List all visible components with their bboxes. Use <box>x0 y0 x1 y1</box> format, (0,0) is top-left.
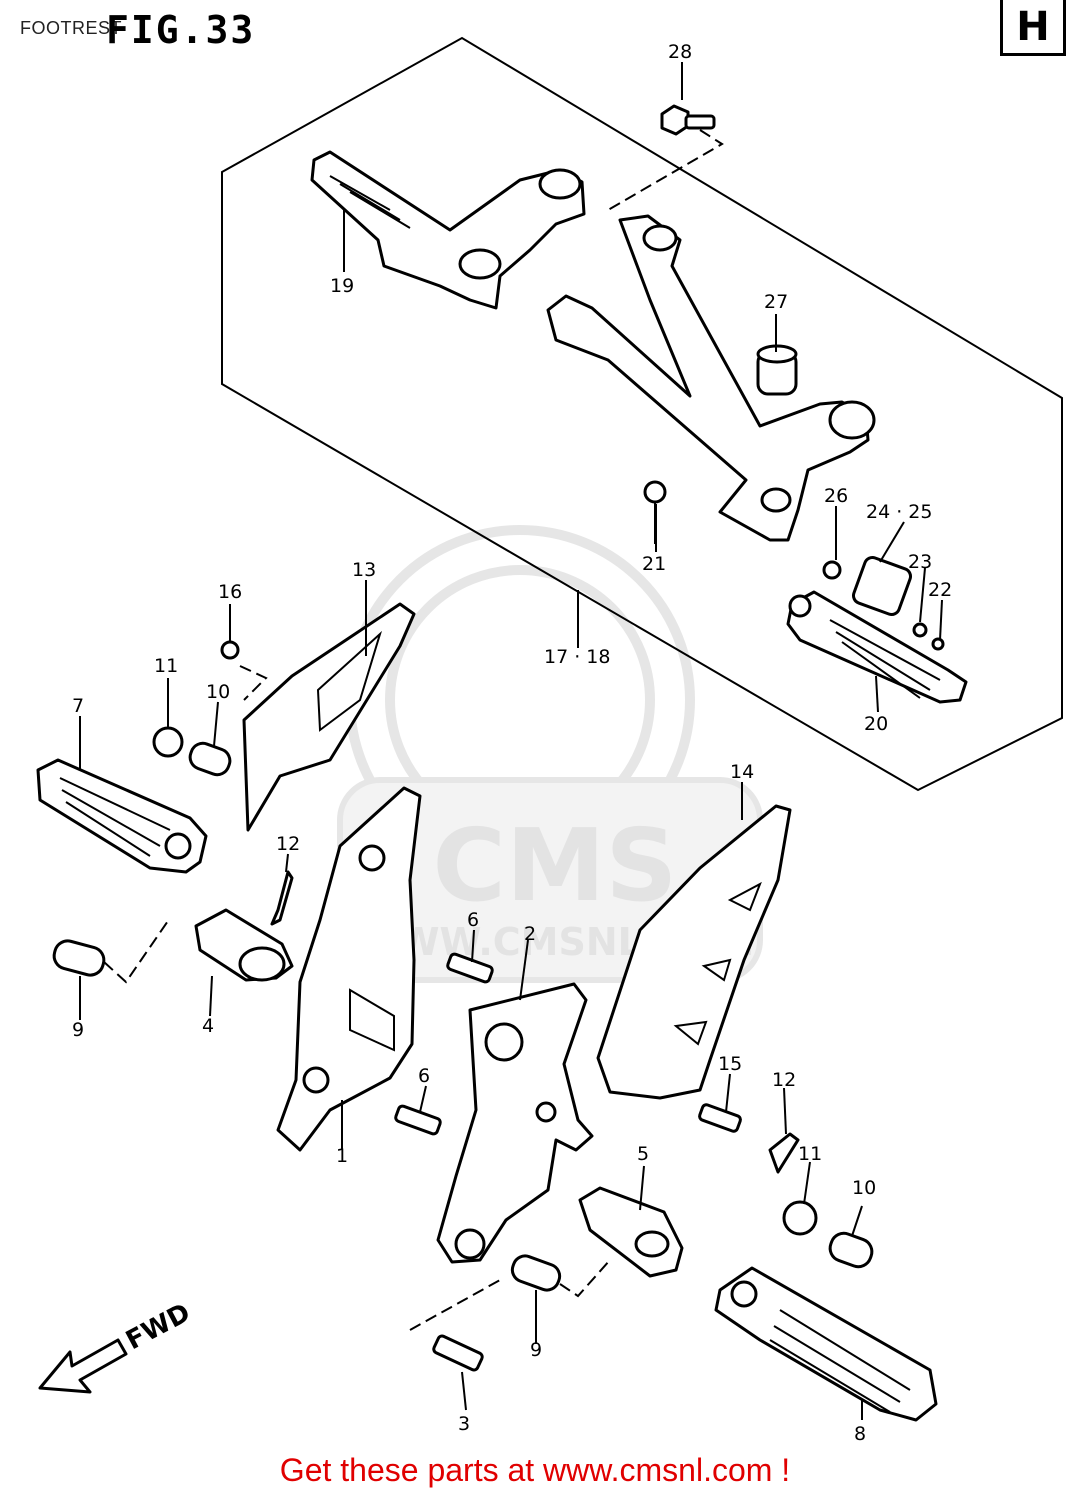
figure-label: FIG.33 <box>106 8 256 52</box>
fwd-arrow-icon <box>38 1338 128 1394</box>
callout-10-left: 10 <box>206 681 230 703</box>
part-12-cotter-pin-left <box>270 870 294 926</box>
part-2-front-bracket-right <box>436 982 594 1264</box>
callout-24-25: 24 · 25 <box>866 501 932 523</box>
callout-10-right: 10 <box>852 1177 876 1199</box>
callout-11-right: 11 <box>798 1143 822 1165</box>
callout-labels: 28 19 27 26 24 · 25 23 22 21 17 · 18 20 … <box>72 41 952 1445</box>
part-27-bushing <box>756 344 798 396</box>
part-4-pivot-left <box>52 908 294 984</box>
callout-12-left: 12 <box>276 833 300 855</box>
part-1-front-bracket-left <box>276 786 422 1152</box>
callout-20: 20 <box>864 713 888 735</box>
callout-22: 22 <box>928 579 952 601</box>
callout-14: 14 <box>730 761 754 783</box>
part-7-front-footrest-left <box>36 758 208 874</box>
callout-11-left: 11 <box>154 655 178 677</box>
part-8-front-footrest-right <box>714 1266 938 1422</box>
footer-link-text[interactable]: Get these parts at www.cmsnl.com ! <box>279 1452 791 1488</box>
part-10-cap-right <box>828 1231 874 1269</box>
part-28-bolt <box>607 104 724 211</box>
callout-4: 4 <box>202 1015 214 1037</box>
callout-23: 23 <box>908 551 932 573</box>
callout-27: 27 <box>764 291 788 313</box>
callout-19: 19 <box>330 275 354 297</box>
callout-2: 2 <box>524 923 536 945</box>
callout-16: 16 <box>218 581 242 603</box>
callout-5: 5 <box>637 1143 649 1165</box>
callout-26: 26 <box>824 485 848 507</box>
part-17-18-rear-bracket-right <box>546 214 876 542</box>
rear-assembly-box <box>221 36 1063 792</box>
part-20-rear-footrest-right <box>786 590 968 704</box>
leader-lines <box>79 62 943 1420</box>
part-19-rear-bracket-left <box>310 150 586 310</box>
part-5-pivot-right <box>510 1186 684 1298</box>
fwd-direction-indicator: FWD <box>38 1298 195 1394</box>
callout-21: 21 <box>642 553 666 575</box>
part-15-bolt <box>698 1103 742 1133</box>
parts-10-11-16-left <box>152 640 268 777</box>
part-11-spring-right <box>782 1200 818 1236</box>
part-3-bolt <box>409 1279 501 1372</box>
section-box: H <box>1000 0 1066 56</box>
watermark-brand: CMS <box>433 807 678 924</box>
fwd-label: FWD <box>121 1298 195 1356</box>
callout-9-right: 9 <box>530 1339 542 1361</box>
callout-13: 13 <box>352 559 376 581</box>
callout-15: 15 <box>718 1053 742 1075</box>
callout-28: 28 <box>668 41 692 63</box>
section-letter: H <box>1016 3 1050 50</box>
part-14-heel-guard-right <box>596 804 792 1100</box>
part-12-cotter-pin-right <box>768 1132 800 1174</box>
callout-1: 1 <box>336 1145 348 1167</box>
part-13-heel-guard-left <box>242 602 416 832</box>
callout-17-18: 17 · 18 <box>544 646 610 668</box>
callout-6-bottom: 6 <box>418 1065 430 1087</box>
callout-7: 7 <box>72 695 84 717</box>
page-title: FOOTREST <box>20 18 122 38</box>
exploded-parts-diagram: CMS WWW.CMSNL.COM <box>36 36 1063 1445</box>
callout-12-right: 12 <box>772 1069 796 1091</box>
callout-6-top: 6 <box>467 909 479 931</box>
callout-3: 3 <box>458 1413 470 1435</box>
callout-9-left: 9 <box>72 1019 84 1041</box>
callout-8: 8 <box>854 1423 866 1445</box>
parts-22-26-hardware <box>822 555 945 651</box>
